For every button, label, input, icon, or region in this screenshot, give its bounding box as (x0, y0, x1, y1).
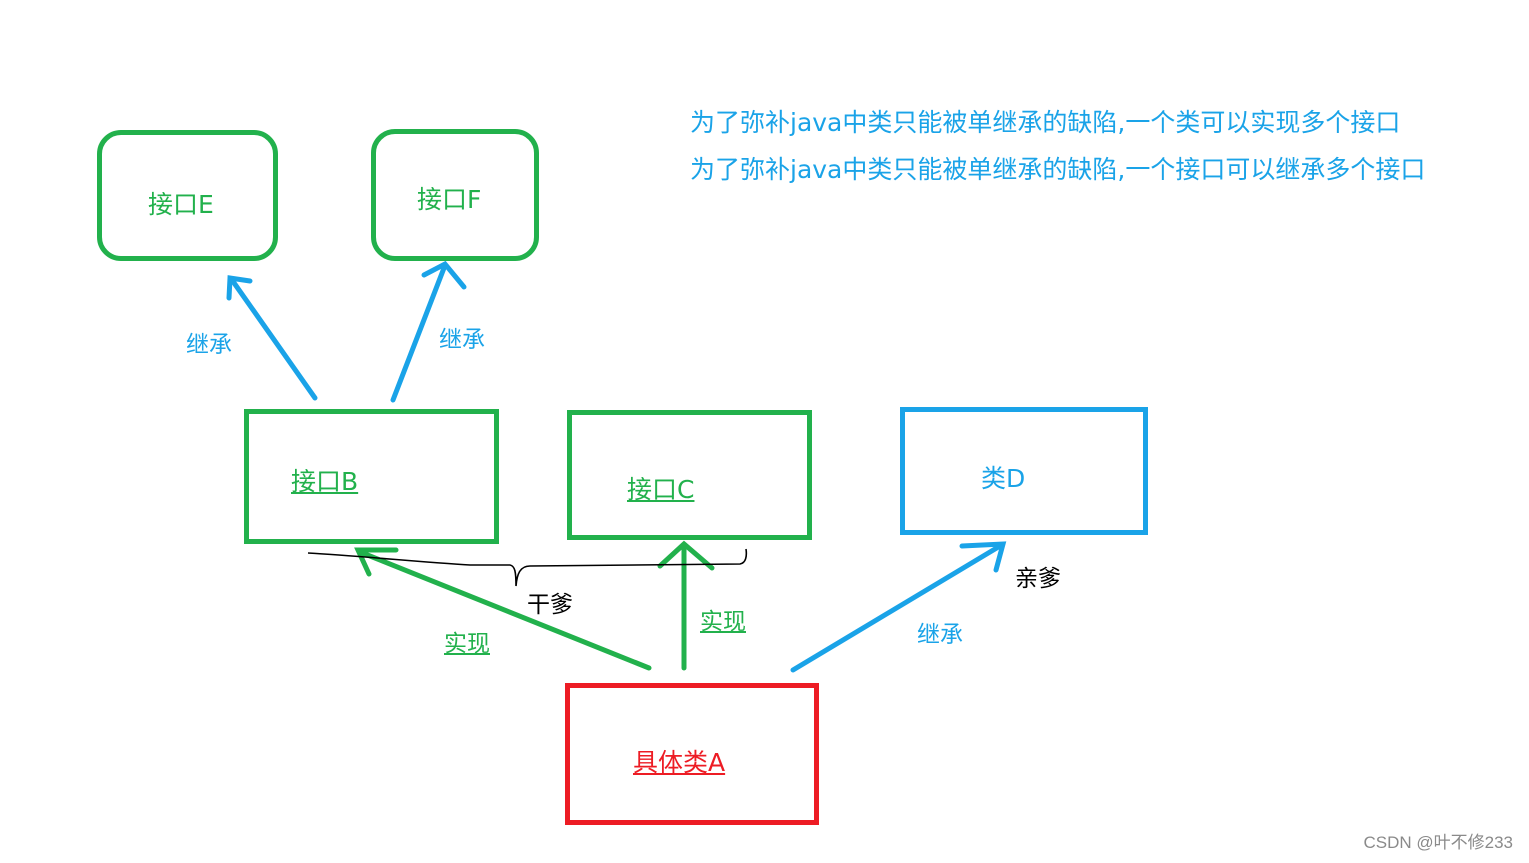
edge-label-a-to-b: 实现 (444, 631, 490, 657)
father-annotation: 亲爹 (1015, 566, 1061, 592)
note-line-1: 为了弥补java中类只能被单继承的缺陷,一个类可以实现多个接口 (690, 108, 1401, 137)
arrow-a-to-b (354, 547, 652, 671)
concrete-class-a-label: 具体类A (633, 748, 726, 777)
interface-f-label: 接口F (417, 185, 482, 214)
class-d-node[interactable]: 类D (900, 407, 1148, 535)
edge-label-b-to-e: 继承 (186, 332, 232, 358)
godfather-annotation: 干爹 (527, 592, 573, 618)
interface-e-node[interactable]: 接口E (97, 130, 278, 261)
concrete-class-a-node[interactable]: 具体类A (565, 683, 819, 825)
edge-label-a-to-c: 实现 (700, 609, 746, 635)
interface-e-label: 接口E (148, 190, 214, 219)
godfather-brace (307, 548, 748, 587)
edge-label-b-to-f: 继承 (439, 327, 485, 353)
interface-b-node[interactable]: 接口B (244, 409, 499, 544)
interface-b-label: 接口B (291, 467, 359, 496)
edge-label-a-to-d: 继承 (917, 622, 963, 648)
arrow-a-to-d (790, 541, 1007, 673)
arrow-a-to-c (657, 540, 715, 671)
arrow-b-to-e (226, 275, 318, 401)
note-line-2: 为了弥补java中类只能被单继承的缺陷,一个接口可以继承多个接口 (690, 155, 1426, 184)
arrow-b-to-f (390, 260, 467, 403)
interface-f-node[interactable]: 接口F (371, 129, 539, 261)
interface-c-node[interactable]: 接口C (567, 410, 812, 540)
class-d-label: 类D (981, 464, 1026, 493)
interface-c-label: 接口C (627, 475, 695, 504)
watermark: CSDN @叶不修233 (1363, 833, 1513, 852)
